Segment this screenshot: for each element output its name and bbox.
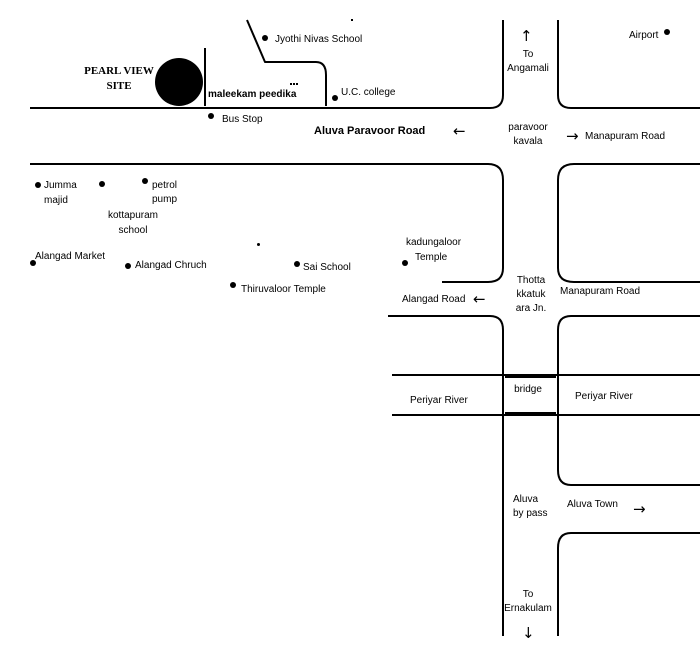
road-label-manapuram-south: Manapuram Road — [560, 286, 641, 297]
road-edge-south-east — [557, 163, 700, 283]
place-petrol-line2: pump — [152, 194, 178, 205]
place-kottapuram-line2: school — [118, 225, 148, 236]
road-edge-manapuram-south — [557, 315, 700, 486]
road-edge-bypass-east — [557, 532, 700, 636]
place-dot-bus-stop — [208, 113, 214, 119]
place-kadungaloor-line2: Temple — [415, 252, 448, 263]
road-label-maleekam: maleekam peedika — [208, 89, 297, 100]
direction-ernakulam-line1: To — [522, 589, 534, 600]
direction-angamali-line1: To — [522, 49, 534, 60]
place-uc-college: U.C. college — [341, 87, 396, 98]
site-marker — [155, 58, 203, 106]
lane-jyothi-nivas — [246, 19, 327, 106]
direction-angamali-line2: Angamali — [507, 63, 549, 74]
place-dot-kottapuram — [99, 181, 105, 187]
arrow-left-icon: ← — [453, 122, 466, 140]
place-dot-unlabelled — [257, 243, 260, 246]
arrow-right-icon: → — [566, 127, 579, 145]
place-jumma-line1: Jumma — [44, 180, 77, 191]
arrow-left-icon: ← — [473, 290, 486, 308]
junction-paravoor-kavala-line2: kavala — [513, 136, 543, 147]
junction-thotta-line1: Thotta — [516, 275, 546, 286]
road-label-alangad: Alangad Road — [402, 294, 466, 305]
place-dot-petrol — [142, 178, 148, 184]
place-airport: Airport — [629, 30, 659, 41]
place-alangad-church: Alangad Chruch — [135, 260, 207, 271]
place-dot-thiruvaloor — [230, 282, 236, 288]
arrow-up-icon: ↑ — [520, 27, 533, 45]
site-name-line1: PEARL VIEW — [84, 65, 154, 77]
road-edge-south-west — [30, 163, 504, 283]
direction-aluva-town: Aluva Town — [567, 499, 618, 510]
road-label-manapuram-east: Manapuram Road — [585, 131, 666, 142]
place-sai-school: Sai School — [303, 262, 351, 273]
place-dot-alangad-church — [125, 263, 131, 269]
bridge-label: bridge — [514, 384, 542, 395]
junction-bypass-line1: Aluva — [513, 494, 539, 505]
place-bus-stop: Bus Stop — [222, 114, 263, 125]
junction-paravoor-kavala-line1: paravoor — [508, 122, 548, 133]
site-name-line2: SITE — [106, 80, 132, 92]
road-edge-north-east — [557, 20, 700, 109]
arrow-down-icon: ↓ — [522, 624, 535, 642]
direction-ernakulam-line2: Ernakulam — [504, 603, 552, 614]
place-petrol-line1: petrol — [152, 180, 178, 191]
road-label-aluva-paravoor: Aluva Paravoor Road — [314, 125, 426, 137]
road-edge-alangad-south — [388, 315, 504, 636]
place-thiruvaloor-temple: Thiruvaloor Temple — [241, 284, 326, 295]
place-kottapuram-line1: kottapuram — [107, 210, 159, 221]
junction-thotta-line2: kkatuk — [516, 289, 546, 300]
junction-bypass-line2: by pass — [513, 508, 548, 519]
place-kadungaloor-line1: kadungaloor — [406, 237, 462, 248]
place-jumma-line2: majid — [44, 195, 68, 206]
road-edge-north-west — [30, 20, 504, 109]
place-dot-airport — [664, 29, 670, 35]
junction-thotta-line3: ara Jn. — [515, 303, 547, 314]
place-dot-jyothi — [262, 35, 268, 41]
place-dot-jumma — [35, 182, 41, 188]
place-dot-kadungaloor — [402, 260, 408, 266]
place-jyothi-nivas-school: Jyothi Nivas School — [275, 34, 363, 45]
arrow-right-icon: → — [633, 500, 646, 518]
river-label-east: Periyar River — [575, 391, 633, 402]
place-dot-sai-school — [294, 261, 300, 267]
place-dot-alangad-market — [30, 260, 36, 266]
place-dot-uc-college — [332, 95, 338, 101]
river-label-west: Periyar River — [410, 395, 468, 406]
place-alangad-market: Alangad Market — [35, 251, 106, 262]
